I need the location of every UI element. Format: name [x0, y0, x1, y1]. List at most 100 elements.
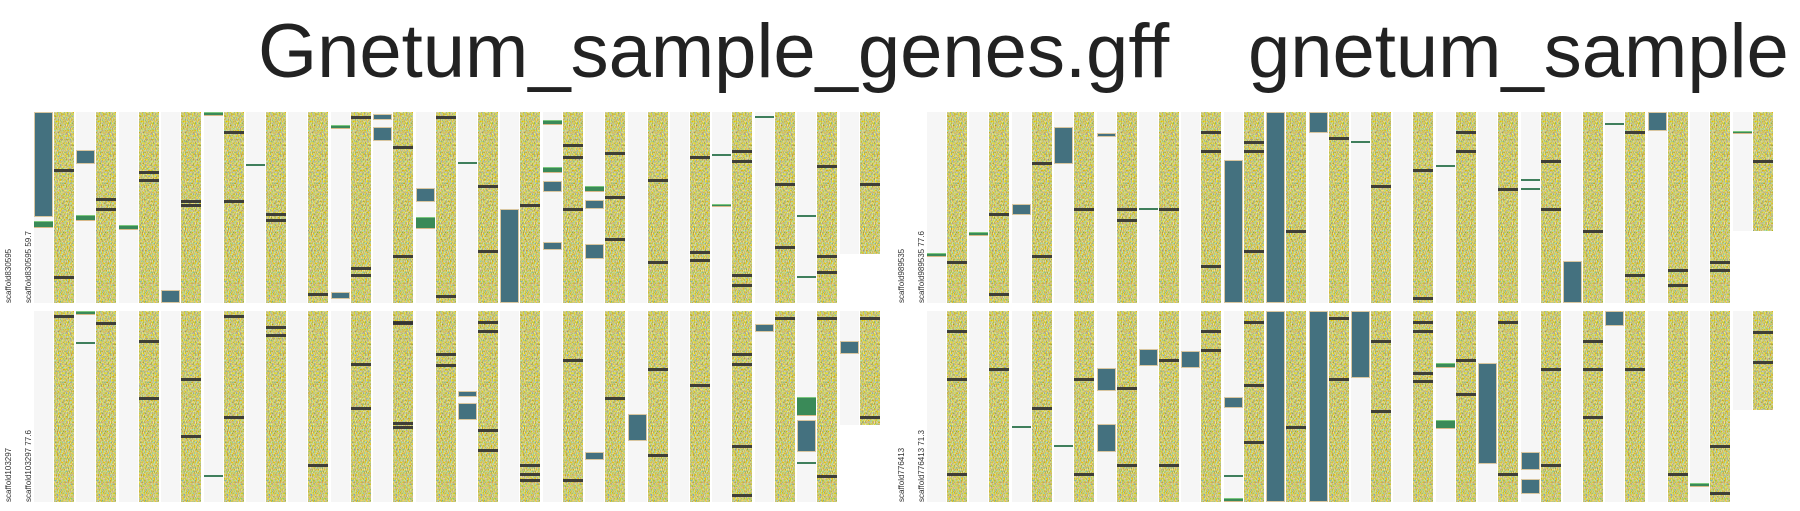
gene-feature[interactable]	[712, 154, 731, 157]
gene-feature[interactable]	[1733, 131, 1752, 135]
gene-block[interactable]	[161, 289, 180, 303]
repeat-band	[605, 396, 625, 400]
gene-block[interactable]	[543, 180, 562, 193]
gene-feature[interactable]	[76, 215, 95, 221]
gene-feature[interactable]	[119, 224, 138, 231]
scaffold-score-label: scaffold989535 77.6	[917, 231, 926, 303]
gene-feature[interactable]	[416, 217, 435, 229]
repeat-band	[224, 314, 244, 318]
repeat-band	[308, 293, 328, 297]
gene-block[interactable]	[1563, 260, 1582, 303]
gene-block[interactable]	[585, 243, 604, 260]
gene-feature[interactable]	[204, 475, 223, 478]
gene-block[interactable]	[500, 209, 519, 303]
sequence-track	[139, 112, 159, 303]
gene-feature[interactable]	[1690, 482, 1709, 487]
gene-block[interactable]	[1521, 479, 1540, 495]
gene-feature[interactable]	[1054, 444, 1073, 447]
gene-feature[interactable]	[76, 311, 95, 315]
gene-block[interactable]	[1351, 311, 1370, 378]
annotation-track	[585, 112, 604, 303]
repeat-band	[1117, 207, 1137, 211]
gene-feature[interactable]	[712, 203, 731, 208]
gene-block[interactable]	[585, 452, 604, 460]
gene-block[interactable]	[1181, 351, 1200, 369]
gene-block[interactable]	[373, 113, 392, 120]
gene-block[interactable]	[458, 402, 477, 420]
gene-feature[interactable]	[458, 161, 477, 164]
annotation-track	[1563, 311, 1582, 502]
gene-feature[interactable]	[1351, 140, 1370, 143]
repeat-band	[478, 249, 498, 253]
gene-block[interactable]	[585, 199, 604, 210]
gene-block[interactable]	[797, 419, 816, 453]
gene-block[interactable]	[1139, 349, 1158, 367]
gene-feature[interactable]	[797, 396, 816, 417]
gene-feature[interactable]	[204, 112, 223, 116]
gene-block[interactable]	[458, 391, 477, 397]
repeat-band	[1329, 316, 1349, 320]
gene-block[interactable]	[1054, 127, 1073, 164]
repeat-band	[732, 353, 752, 357]
gene-block[interactable]	[1309, 311, 1328, 502]
gene-feature[interactable]	[543, 167, 562, 174]
gene-block[interactable]	[331, 291, 350, 300]
repeat-band	[563, 155, 583, 159]
gene-feature[interactable]	[543, 119, 562, 126]
gene-feature[interactable]	[1139, 207, 1158, 210]
gene-feature[interactable]	[585, 186, 604, 193]
gene-feature[interactable]	[797, 461, 816, 464]
gene-block[interactable]	[1097, 423, 1116, 453]
gene-feature[interactable]	[1224, 498, 1243, 502]
gene-block[interactable]	[1266, 112, 1285, 303]
gene-feature[interactable]	[755, 115, 774, 118]
gene-block[interactable]	[1266, 311, 1285, 502]
gene-block[interactable]	[1478, 362, 1497, 464]
repeat-band	[1668, 473, 1688, 477]
repeat-band	[1625, 131, 1645, 135]
gene-block[interactable]	[840, 340, 859, 355]
gene-feature[interactable]	[927, 253, 946, 258]
sequence-track	[1032, 311, 1052, 502]
gene-feature[interactable]	[1436, 165, 1455, 168]
gene-block[interactable]	[1648, 112, 1667, 132]
gene-feature[interactable]	[246, 163, 265, 166]
annotation-track	[755, 311, 774, 502]
gene-feature[interactable]	[1605, 123, 1624, 126]
gene-block[interactable]	[1521, 452, 1540, 470]
gene-feature[interactable]	[969, 232, 988, 237]
annotation-track	[1690, 112, 1709, 303]
gene-block[interactable]	[76, 150, 95, 164]
repeat-band	[1710, 444, 1730, 448]
gene-feature[interactable]	[797, 276, 816, 279]
gene-block[interactable]	[628, 414, 647, 441]
gene-block[interactable]	[1097, 133, 1116, 137]
gene-feature[interactable]	[1436, 362, 1455, 369]
gene-block[interactable]	[1309, 112, 1328, 133]
repeat-band	[1541, 159, 1561, 163]
sequence-track	[1710, 311, 1730, 502]
gene-block[interactable]	[1224, 159, 1243, 303]
gene-feature[interactable]	[1012, 425, 1031, 428]
gene-block[interactable]	[1097, 368, 1116, 392]
gene-feature[interactable]	[331, 125, 350, 130]
gene-block[interactable]	[1224, 396, 1243, 409]
gene-block[interactable]	[373, 127, 392, 141]
sequence-track	[1625, 112, 1645, 303]
gene-feature[interactable]	[34, 220, 53, 229]
gene-feature[interactable]	[797, 215, 816, 218]
gene-feature[interactable]	[1521, 178, 1540, 181]
gene-block[interactable]	[34, 112, 53, 218]
repeat-band	[732, 150, 752, 154]
gene-feature[interactable]	[76, 341, 95, 344]
gene-block[interactable]	[1012, 203, 1031, 216]
gene-block[interactable]	[755, 324, 774, 332]
gene-feature[interactable]	[1224, 475, 1243, 478]
repeat-band	[563, 479, 583, 483]
gene-block[interactable]	[543, 241, 562, 250]
gene-block[interactable]	[1605, 311, 1624, 327]
gene-feature[interactable]	[1521, 188, 1540, 191]
gene-feature[interactable]	[1436, 419, 1455, 430]
sequence-track	[605, 311, 625, 502]
gene-block[interactable]	[416, 188, 435, 202]
